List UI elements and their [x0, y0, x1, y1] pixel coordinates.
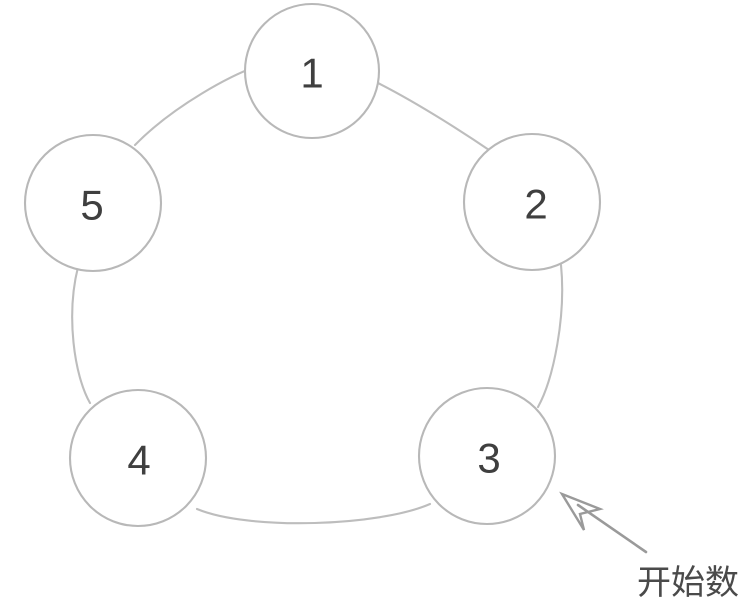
node-label-1: 1 [300, 50, 323, 97]
link-5-to-1 [133, 67, 252, 147]
node-label-group: 1 2 3 4 5 [80, 50, 547, 484]
ring-arc-group [71, 67, 564, 525]
node-circle-2[interactable] [462, 132, 602, 272]
node-circle-1[interactable] [243, 2, 381, 140]
node-circle-4[interactable] [68, 388, 208, 528]
arrow-head-icon [559, 491, 604, 531]
node-label-2: 2 [524, 181, 547, 228]
node-label-5: 5 [80, 182, 103, 229]
node-circle-3[interactable] [417, 386, 557, 526]
link-4-to-5 [71, 265, 92, 405]
node-circle-5[interactable] [23, 133, 163, 273]
link-1-to-2 [374, 80, 494, 154]
link-2-to-3 [536, 263, 564, 409]
node-label-4: 4 [127, 437, 150, 484]
start-pointer-arrow [559, 491, 648, 554]
link-3-to-4 [195, 502, 432, 525]
start-annotation-label: 开始数 [637, 563, 739, 603]
node-label-3: 3 [477, 435, 500, 482]
node-group [23, 2, 602, 528]
